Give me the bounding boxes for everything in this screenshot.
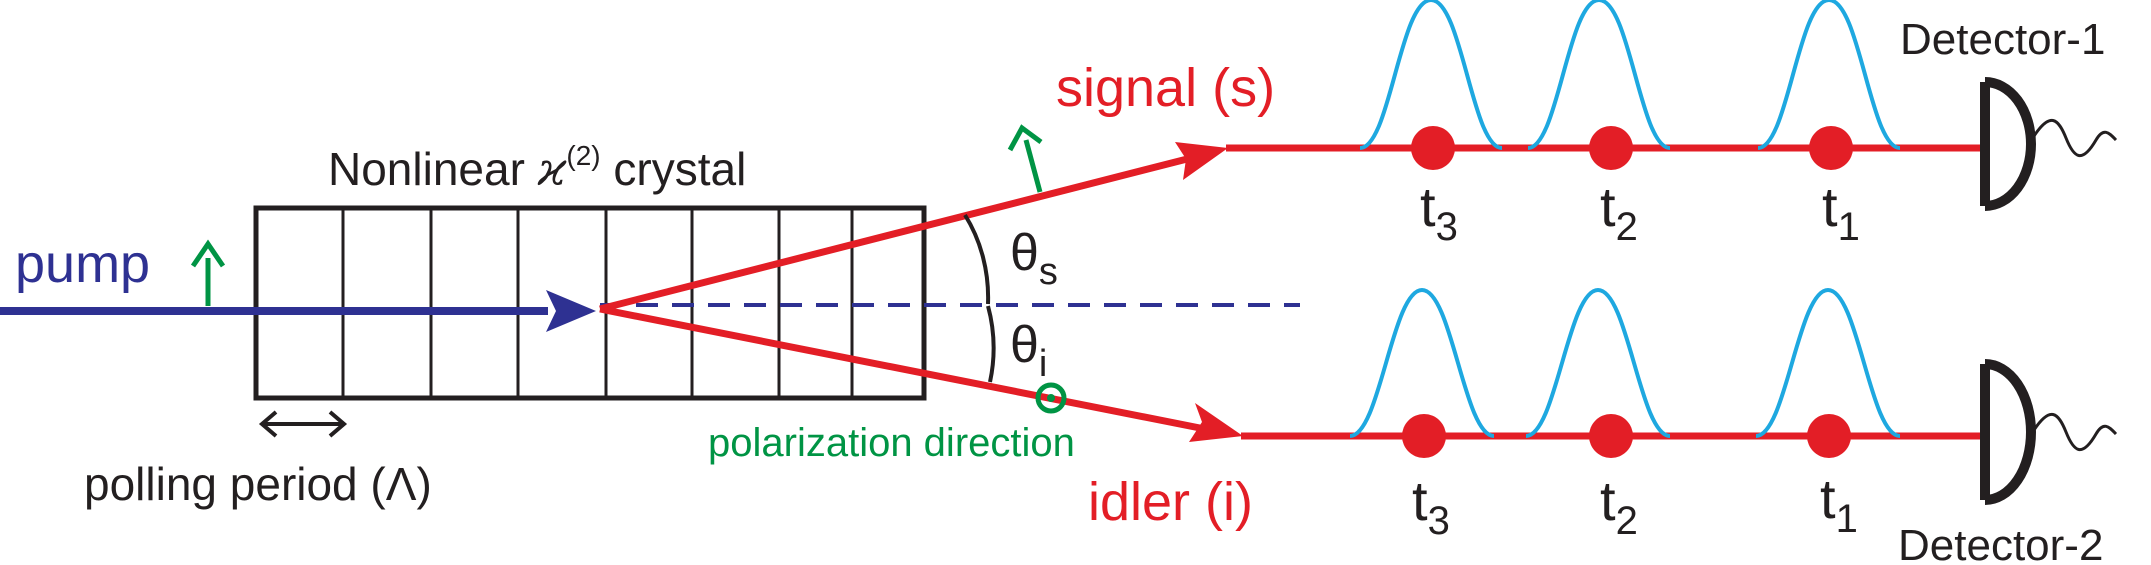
signal-pulse (1757, 0, 1901, 150)
signal-pulse (1527, 0, 1671, 150)
detector-1-label: Detector-1 (1900, 15, 2105, 64)
idler-label: idler (i) (1088, 472, 1253, 532)
theta-i-arc (986, 305, 996, 383)
idler-arrowhead (1189, 403, 1243, 442)
signal-beam (599, 142, 1985, 313)
polling-period-arrow (258, 410, 348, 438)
pump-polarization-arrow (190, 239, 226, 306)
signal-photon (1809, 126, 1853, 170)
detector-signal-wave-icon (2032, 413, 2118, 451)
signal-photon (1411, 126, 1455, 170)
detector-signal-wave-icon (2032, 119, 2118, 157)
idler-diagonal (599, 305, 1211, 434)
idler-polarization-marker (1035, 382, 1067, 414)
signal-arrowhead (1175, 142, 1228, 180)
idler-photon (1589, 414, 1633, 458)
signal-diagonal (599, 153, 1196, 313)
pump-arrowhead (546, 290, 596, 332)
signal-photon (1589, 126, 1633, 170)
signal-time-label: t1 (1822, 175, 1860, 249)
idler-photon (1807, 414, 1851, 458)
detector-icon (1984, 359, 2036, 505)
theta-s-label: θs (1010, 224, 1058, 293)
idler-pulse (1349, 287, 1495, 438)
signal-label: signal (s) (1056, 58, 1275, 118)
idler-pulse (1755, 287, 1901, 438)
idler-time-label: t2 (1600, 469, 1638, 543)
theta-i-label: θi (1010, 316, 1047, 385)
detector-2 (1980, 359, 2118, 505)
signal-time-label: t2 (1600, 175, 1638, 249)
detector-2-label: Detector-2 (1898, 521, 2103, 565)
detector-1 (1980, 77, 2118, 211)
polarization-direction-label: polarization direction (708, 421, 1075, 465)
pump-beam (0, 290, 1300, 332)
signal-polarization-arrow (1007, 124, 1043, 193)
idler-photon (1402, 414, 1446, 458)
detector-icon (1984, 77, 2036, 211)
idler-pulse-train (1349, 287, 1901, 458)
signal-pulse-train (1359, 0, 1901, 170)
idler-pulse (1525, 287, 1671, 438)
signal-time-label: t3 (1420, 175, 1458, 249)
crystal-title: Nonlinear ϰ(2) crystal (328, 140, 746, 196)
theta-s-arc (963, 213, 991, 305)
idler-time-label: t1 (1820, 467, 1858, 541)
polling-period-label: polling period (Λ) (84, 458, 432, 510)
pump-label: pump (15, 234, 150, 294)
idler-time-label: t3 (1412, 469, 1450, 543)
signal-pulse (1359, 0, 1503, 150)
